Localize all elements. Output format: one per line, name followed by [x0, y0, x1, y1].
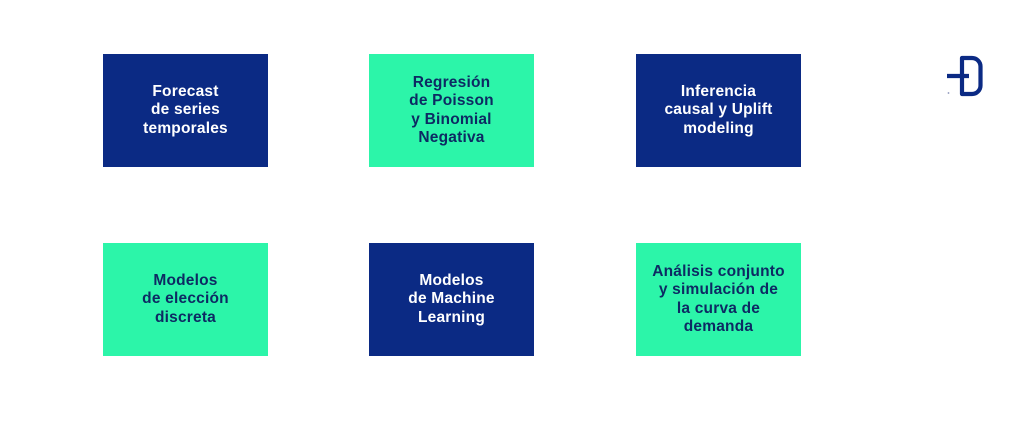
tile-label: Regresión de Poisson y Binomial Negativa — [409, 73, 494, 147]
tile-label: Inferencia causal y Uplift modeling — [664, 82, 773, 137]
tile-label: Forecast de series temporales — [143, 82, 228, 137]
brand-logo-icon — [947, 55, 983, 97]
tile-label: Análisis conjunto y simulación de la cur… — [652, 262, 785, 336]
tile-label: Modelos de Machine Learning — [408, 271, 495, 326]
tile-forecast-series: Forecast de series temporales — [103, 54, 268, 167]
tile-label: Modelos de elección discreta — [142, 271, 229, 326]
tile-conjoint-analysis: Análisis conjunto y simulación de la cur… — [636, 243, 801, 356]
tile-causal-inference: Inferencia causal y Uplift modeling — [636, 54, 801, 167]
tile-machine-learning: Modelos de Machine Learning — [369, 243, 534, 356]
tile-discrete-choice: Modelos de elección discreta — [103, 243, 268, 356]
tile-poisson-regression: Regresión de Poisson y Binomial Negativa — [369, 54, 534, 167]
